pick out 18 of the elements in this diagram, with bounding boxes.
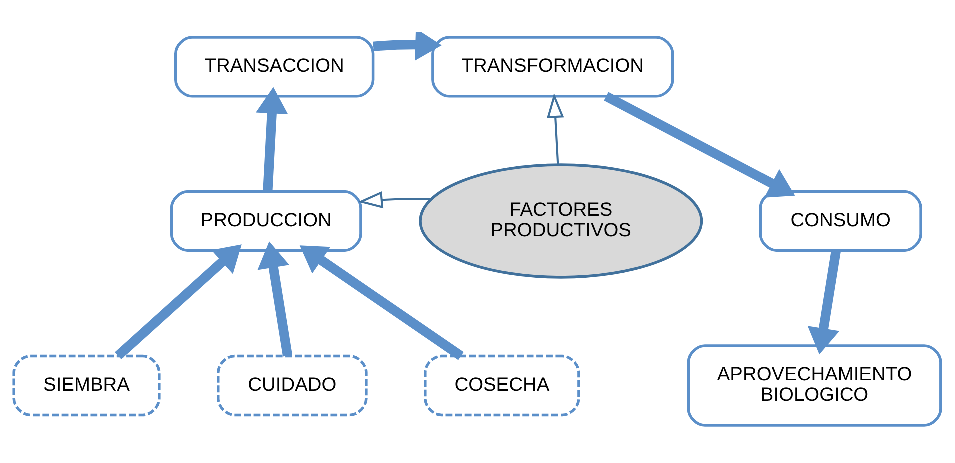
arrow xyxy=(300,246,464,360)
node-box: APROVECHAMIENTO BIOLOGICO xyxy=(687,344,942,427)
node-box: TRANSFORMACION xyxy=(432,36,674,98)
arrow xyxy=(808,250,842,355)
node-box: CONSUMO xyxy=(759,190,922,252)
arrow xyxy=(258,242,293,357)
node-box: SIEMBRA xyxy=(12,354,161,417)
arrow xyxy=(115,244,242,360)
node-ellipse: FACTORES PRODUCTIVOS xyxy=(419,164,704,279)
node-box: CUIDADO xyxy=(217,354,368,417)
node-box: TRANSACCION xyxy=(174,36,375,98)
arrow xyxy=(604,92,796,198)
arrow xyxy=(256,87,288,192)
arrow xyxy=(546,93,564,165)
node-box: COSECHA xyxy=(424,354,580,417)
arrow xyxy=(373,32,442,61)
node-box: PRODUCCION xyxy=(170,190,362,252)
arrow xyxy=(358,191,432,209)
